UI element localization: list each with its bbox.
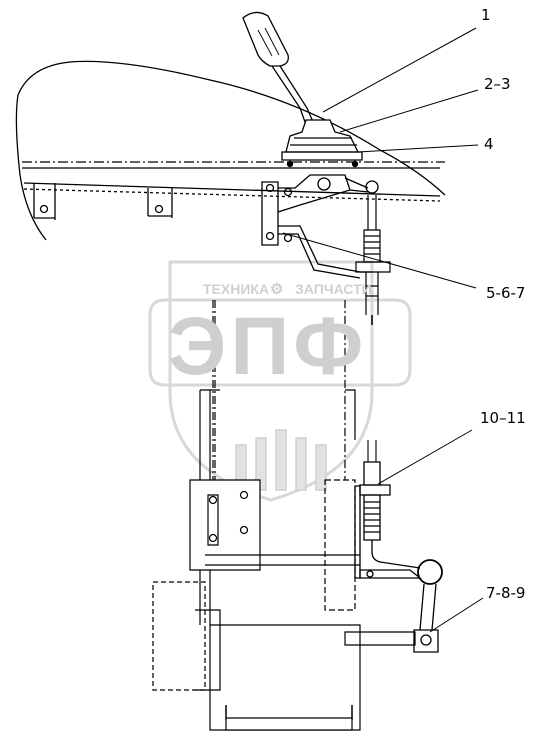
leader-lines (282, 27, 484, 633)
callout-5-6-7: 5-6-7 (486, 284, 526, 302)
watermark (148, 260, 412, 502)
wheat-emblem-icon (235, 429, 327, 491)
cabin-floor (15, 60, 446, 241)
callout-2-3: 2–3 (484, 75, 511, 93)
upper-cable (355, 195, 391, 325)
transmission-housing (152, 300, 416, 731)
watermark-logo: ЭПФ (168, 301, 368, 392)
callout-1: 1 (481, 6, 491, 24)
lower-linkage (354, 440, 443, 653)
callout-4: 4 (484, 135, 494, 153)
watermark-tagline-left: ТЕХНИКА (203, 281, 270, 297)
watermark-gear-icon: ⚙ (270, 281, 284, 298)
gear-lever (242, 11, 363, 168)
callout-10-11: 10–11 (480, 409, 526, 427)
watermark-tagline-right: ЗАПЧАСТИ (295, 281, 372, 297)
callout-7-8-9: 7-8-9 (486, 584, 526, 602)
